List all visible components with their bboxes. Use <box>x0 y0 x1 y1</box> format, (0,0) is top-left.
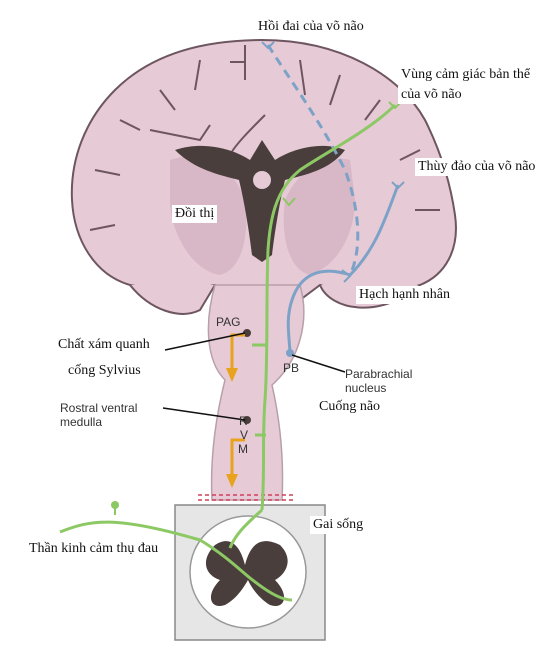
dorsal-root-ganglion <box>111 501 119 509</box>
label-cerebral-peduncle: Cuống não <box>316 398 384 416</box>
leader-pb <box>291 354 346 373</box>
label-rvm-2: medulla <box>60 415 103 429</box>
leader-rvm <box>162 407 246 421</box>
label-somatosensory-2: của võ não <box>398 86 465 104</box>
green-afferent-nerve <box>59 520 293 602</box>
green-pathway-main <box>260 103 397 511</box>
label-spinal-cord: Gai sống <box>310 516 367 534</box>
label-pag-vn-1: Chất xám quanh <box>55 336 153 354</box>
blue-terminal-amygdala <box>341 269 352 283</box>
label-pain-nerve: Thần kinh cảm thụ đau <box>26 540 162 558</box>
label-somatosensory-1: Vùng cảm giác bản thể <box>398 66 534 84</box>
ventricles <box>175 140 345 262</box>
green-terminal-thalamus <box>282 197 296 207</box>
label-thalamus: Đồi thị <box>172 205 218 223</box>
label-amygdala: Hạch hạnh nhân <box>356 286 453 304</box>
label-pag-vn-2: cống Sylvius <box>65 362 144 380</box>
label-rvm-1: Rostral ventral <box>60 401 138 415</box>
label-parabrachial-1: Parabrachial <box>345 367 413 381</box>
temporal-lobe-left <box>129 284 216 315</box>
orange-arrow-rvm <box>230 438 245 478</box>
label-parabrachial-2: nucleus <box>345 381 387 395</box>
label-cingulate: Hồi đai của võ não <box>255 18 367 36</box>
label-r: R <box>239 414 248 428</box>
thalamus-shape-right <box>283 158 355 275</box>
ventricle-hole <box>253 171 271 189</box>
label-insula: Thùy đảo của võ não <box>415 158 539 176</box>
blue-terminal-cingulate <box>261 41 275 50</box>
blue-pathway-cingulate <box>266 44 360 276</box>
rvm-node <box>243 416 251 424</box>
orange-arrowhead-pag <box>226 368 238 382</box>
green-terminal-somatosensory <box>388 101 402 110</box>
blue-terminal-insula <box>391 181 405 190</box>
label-m: M <box>238 442 248 456</box>
label-v: V <box>240 428 249 442</box>
blue-pathway-insula <box>286 184 400 356</box>
orange-arrowhead-rvm <box>226 474 238 488</box>
label-pb: PB <box>283 361 300 375</box>
leader-pag <box>164 332 246 351</box>
label-pag: PAG <box>216 315 241 329</box>
green-cord-crossing <box>228 508 263 549</box>
